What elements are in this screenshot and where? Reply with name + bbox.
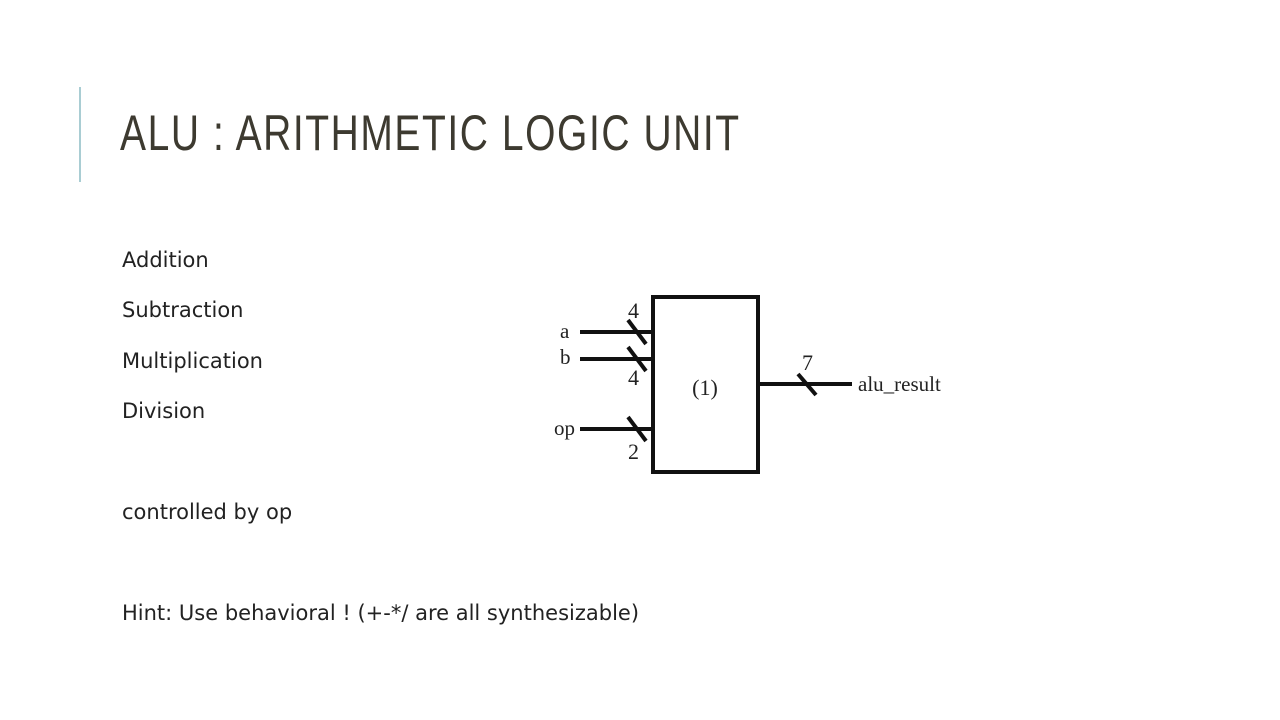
output-label: alu_result [858, 372, 941, 396]
input-a-bus-slash [626, 318, 648, 346]
input-op-label: op [554, 416, 575, 440]
hint-text: Hint: Use behavioral ! (+-*/ are all syn… [122, 601, 640, 625]
operation-division: Division [122, 399, 206, 423]
output-bus-slash [796, 372, 818, 397]
input-op-bus-slash [626, 415, 648, 443]
alu-block-label: (1) [692, 375, 718, 400]
input-b-label: b [560, 345, 571, 369]
operation-addition: Addition [122, 248, 209, 272]
control-text: controlled by op [122, 500, 293, 524]
slide-title: ALU : ARITHMETIC LOGIC UNIT [120, 105, 741, 161]
input-b-bus-slash [626, 345, 648, 373]
input-a-width: 4 [628, 298, 639, 323]
title-accent-bar [79, 87, 81, 182]
input-op-width: 2 [628, 439, 639, 464]
operation-multiplication: Multiplication [122, 349, 263, 373]
output-width: 7 [802, 350, 813, 375]
input-b-width: 4 [628, 365, 639, 390]
operation-subtraction: Subtraction [122, 298, 244, 322]
alu-block-diagram: (1) a 4 b 4 op 2 7 alu_result [554, 295, 941, 474]
input-a-label: a [560, 319, 570, 343]
